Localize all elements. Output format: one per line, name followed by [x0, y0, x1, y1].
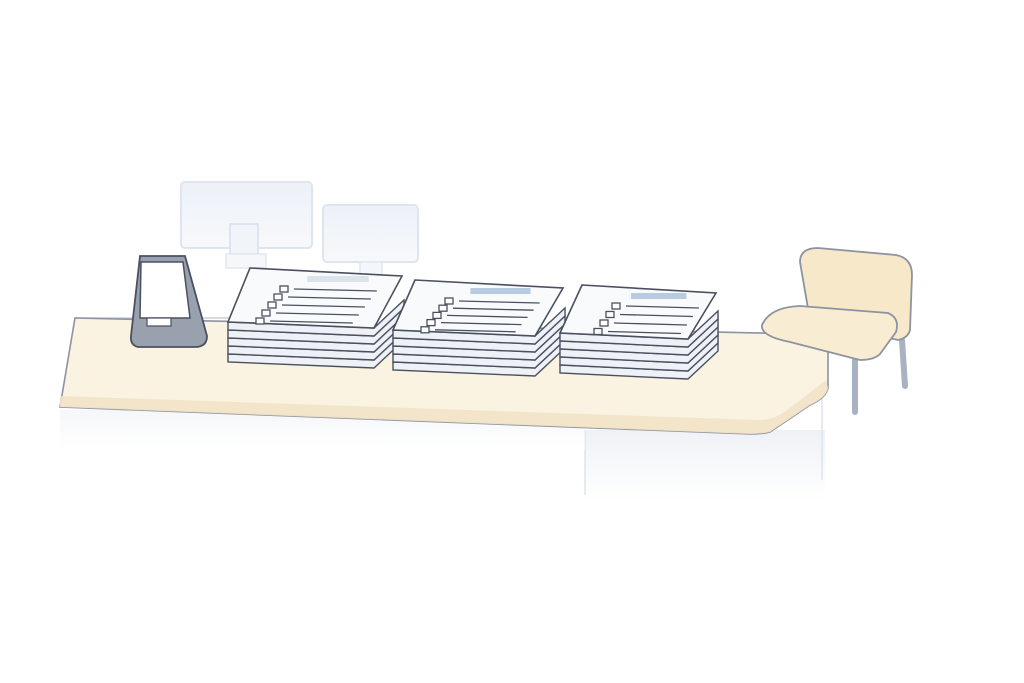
- text-line: [293, 288, 377, 292]
- text-line: [275, 312, 359, 316]
- background-monitor-left: [180, 181, 313, 269]
- text-line: [452, 307, 534, 311]
- text-line: [458, 300, 540, 304]
- checkbox-icon: [426, 318, 436, 327]
- checkbox-icon: [273, 293, 283, 301]
- text-line: [446, 314, 528, 319]
- paper-stack: [391, 279, 566, 377]
- checkbox-icon: [593, 327, 603, 336]
- text-line: [287, 296, 371, 300]
- text-line: [281, 304, 365, 308]
- checkbox-icon: [432, 311, 442, 320]
- text-line: [434, 329, 516, 333]
- paper-stack: [558, 284, 719, 380]
- checkbox-icon: [255, 317, 265, 325]
- checkbox-icon: [444, 297, 454, 305]
- checkbox-icon: [611, 302, 621, 310]
- paper-header-bar: [631, 293, 687, 299]
- checkbox-icon: [279, 285, 289, 293]
- checkbox-icon: [420, 326, 430, 334]
- text-line: [440, 321, 522, 326]
- paper-header-bar: [307, 276, 369, 282]
- paper-header-bar: [470, 288, 531, 294]
- checkbox-icon: [605, 310, 615, 319]
- checkbox-icon: [438, 304, 448, 312]
- checkbox-icon: [267, 301, 277, 309]
- sign-holder: [129, 255, 208, 348]
- text-line: [625, 305, 699, 309]
- text-line: [269, 320, 353, 324]
- text-line: [613, 322, 687, 326]
- background-monitor-right: [322, 204, 419, 277]
- chair: [761, 247, 913, 415]
- text-line: [607, 330, 681, 335]
- checkbox-icon: [599, 319, 609, 327]
- checkbox-icon: [261, 309, 271, 317]
- paper-stack: [226, 267, 405, 369]
- text-line: [619, 313, 693, 318]
